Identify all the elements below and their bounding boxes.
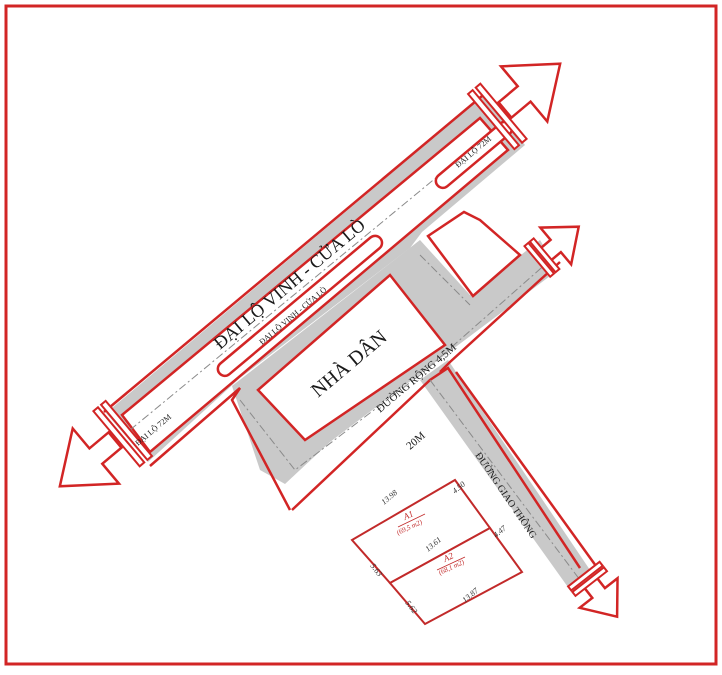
avenue-divider-bar <box>216 234 384 378</box>
page-frame <box>4 4 718 666</box>
arrow-right-icon <box>523 225 581 279</box>
middle-road-center-line <box>239 261 549 471</box>
residential-block-shape <box>256 273 447 442</box>
lot-a1-divider <box>397 513 426 528</box>
arrow-lower-right-icon <box>566 560 619 619</box>
arrow-upper-right-icon <box>466 62 562 151</box>
lot-a2-shape <box>388 526 524 626</box>
road-width-marker: 20M <box>404 430 428 453</box>
middle-road-lower-border <box>291 366 582 569</box>
dim-a2-right: 4.47 <box>492 523 509 540</box>
lot-a1-name: A1 <box>401 509 415 523</box>
upper-island <box>426 210 522 298</box>
traffic-road <box>420 360 590 590</box>
dim-a1-top: 13.98 <box>380 488 400 506</box>
lot-a2-name: A2 <box>441 550 456 564</box>
traffic-road-right-border <box>454 371 598 567</box>
traffic-road-center-line <box>429 379 581 581</box>
avenue-lower-border <box>149 387 292 511</box>
avenue-upper-border <box>103 95 483 413</box>
lot-a2-divider <box>436 556 466 571</box>
arrow-lower-left-icon <box>58 399 154 488</box>
upper-road-center-line <box>419 254 471 306</box>
